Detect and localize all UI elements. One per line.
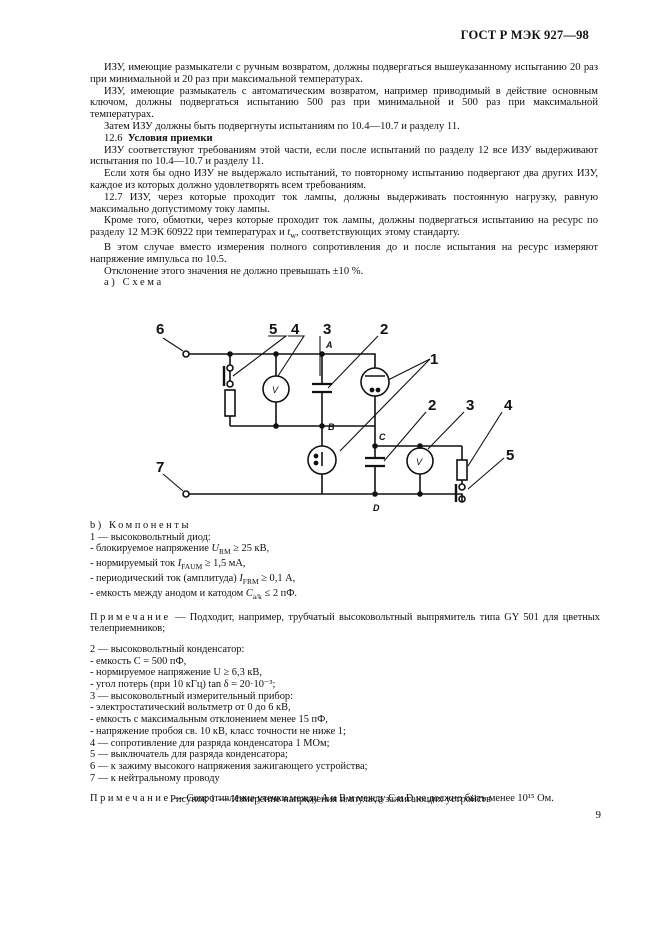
voltmeter-label: V <box>416 457 423 467</box>
paragraph: Кроме того, обмотки, через которые прохо… <box>90 215 598 241</box>
list-item: 1 — высоковольтный диод: <box>90 531 211 543</box>
circuit-svg: 6 5 4 3 2 1 2 3 4 5 7 A B C D V V <box>156 321 514 513</box>
list-item: 5 — выключатель для разряда конденсатора… <box>90 749 288 761</box>
list-item: - блокируемое напряжение URM ≥ 25 кВ, <box>90 543 270 557</box>
scheme-label: а) Схема <box>104 277 164 289</box>
document-header: ГОСТ Р МЭК 927—98 <box>460 28 589 42</box>
note: Примечание — Сопротивление утечки между … <box>90 793 554 805</box>
resistor-symbol <box>224 389 236 417</box>
wire-mid <box>374 426 462 447</box>
node-a: A <box>325 340 333 350</box>
label-4: 4 <box>291 321 300 338</box>
list-item: - электростатический вольтметр от 0 до 6… <box>90 702 291 714</box>
capacitor-symbol <box>312 382 332 394</box>
components-list: b) Компоненты 1 — высоковольтный диод: -… <box>90 520 600 805</box>
node-b: B <box>328 422 335 432</box>
resistor-symbol <box>456 459 468 481</box>
voltmeter-symbol <box>262 375 290 403</box>
circuit-diagram: 6 5 4 3 2 1 2 3 4 5 7 A B C D V V <box>90 306 610 521</box>
list-item: - напряжение пробоя св. 10 кВ, класс точ… <box>90 725 346 737</box>
list-item: - нормируемое напряжение U ≥ 6,3 кВ, <box>90 667 262 679</box>
paragraph: Затем ИЗУ должны быть подвергнуты испыта… <box>104 120 460 132</box>
list-item: - нормируемый ток IFAUM ≥ 1,5 мА, <box>90 558 246 572</box>
terminal-7 <box>182 490 190 498</box>
label-3: 3 <box>323 321 331 338</box>
list-item: 6 — к зажиму высокого напряжения зажигаю… <box>90 760 368 772</box>
list-item: 4 — сопротивление для разряда конденсато… <box>90 737 330 749</box>
voltmeter-label: V <box>272 385 279 395</box>
label-3: 3 <box>466 397 474 414</box>
list-item: 3 — высоковольтный измерительный прибор: <box>90 690 293 702</box>
label-6: 6 <box>156 321 164 338</box>
paragraph: 12.7 ИЗУ, через которые проходит ток лам… <box>90 191 598 215</box>
note: Примечание — Подходит, например, трубчат… <box>90 611 600 635</box>
label-2: 2 <box>380 321 388 338</box>
paragraph: ИЗУ, имеющие размыкатели с ручным возвра… <box>90 62 598 85</box>
list-item: - периодический ток (амплитуда) IFRM ≥ 0… <box>90 572 296 587</box>
main-text: ИЗУ, имеющие размыкатели с ручным возвра… <box>90 62 598 289</box>
label-2: 2 <box>428 397 436 414</box>
node-c: C <box>379 432 386 442</box>
list-item: - емкость между анодом и катодом Ca/k ≤ … <box>90 587 297 601</box>
page-number: 9 <box>595 809 602 821</box>
diode-symbol <box>360 367 390 397</box>
list-item: 2 — высоковольтный конденсатор: <box>90 643 245 655</box>
paragraph: ИЗУ соответствуют требованиям этой части… <box>90 144 598 168</box>
figure-caption: Рисунок 1 — Измерение напряжения импульс… <box>169 794 492 805</box>
paragraph: В этом случае вместо измерения полного с… <box>90 242 598 265</box>
node-d: D <box>373 503 380 513</box>
paragraph: Отклонение этого значения не должно прев… <box>104 265 364 277</box>
label-4: 4 <box>504 397 513 414</box>
label-1: 1 <box>430 351 438 368</box>
wire-top <box>186 353 376 368</box>
paragraph: ИЗУ, имеющие размыкатель с автоматически… <box>90 85 598 121</box>
terminal-6 <box>182 350 190 358</box>
list-item: - угол потерь (при 10 кГц) tan δ = 20·10… <box>90 679 276 691</box>
list-item: 7 — к нейтральному проводу <box>90 772 220 784</box>
paragraph: Если хотя бы одно ИЗУ не выдержало испыт… <box>90 168 598 191</box>
label-5: 5 <box>269 321 277 338</box>
list-item: - емкость C = 500 пФ, <box>90 655 187 667</box>
wire-bottom <box>186 493 463 502</box>
switch-symbol <box>454 483 466 503</box>
label-5: 5 <box>506 447 514 464</box>
capacitor-symbol <box>365 456 385 468</box>
list-item: - емкость с максимальным отклонением мен… <box>90 714 328 726</box>
label-7: 7 <box>156 459 164 476</box>
components-heading: b) Компоненты <box>90 520 192 531</box>
section-heading: 12.6 Условия приемки <box>104 132 213 144</box>
switch-symbol <box>222 364 234 388</box>
